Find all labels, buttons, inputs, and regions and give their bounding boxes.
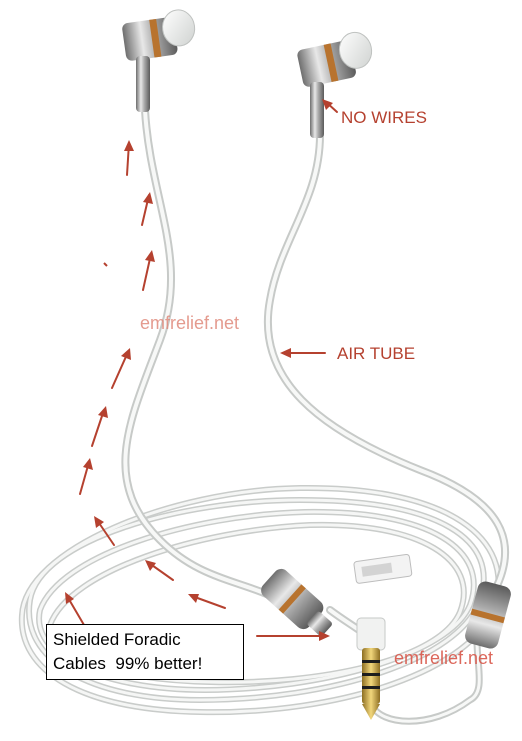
arrow-icon (280, 348, 326, 358)
annotation-arrows (65, 99, 338, 641)
arrow-icon (188, 594, 226, 609)
splitter-barrel (261, 568, 332, 636)
arrow-icon (65, 592, 85, 626)
arrow-icon (94, 516, 115, 546)
arrow-icon (124, 140, 134, 176)
right-earbud (297, 31, 373, 138)
callout-line-1: Shielded Foradic (53, 630, 181, 649)
callout-line-2: Cables 99% better! (53, 654, 203, 673)
right-cable (263, 131, 510, 594)
arrow-icon (111, 348, 131, 389)
arrow-icon (91, 406, 108, 447)
cable-tag (353, 553, 413, 584)
left-cable (121, 106, 284, 604)
stray-mark (103, 262, 108, 267)
arrow-icon (322, 99, 338, 113)
arrow-icon (145, 560, 174, 581)
air-tube-label: AIR TUBE (337, 344, 416, 363)
arrow-icon (142, 250, 155, 291)
arrow-icon (141, 192, 153, 226)
watermark-top: emfrelief.net (140, 313, 240, 333)
audio-jack (356, 617, 386, 720)
arrow-icon (79, 458, 93, 495)
right-barrel (465, 581, 511, 649)
left-earbud (122, 9, 196, 112)
arrow-icon (256, 631, 330, 641)
callout-box: Shielded Foradic Cables 99% better! (46, 624, 244, 680)
no-wires-label: NO WIRES (341, 108, 427, 127)
watermark-bottom: emfrelief.net (394, 648, 494, 668)
